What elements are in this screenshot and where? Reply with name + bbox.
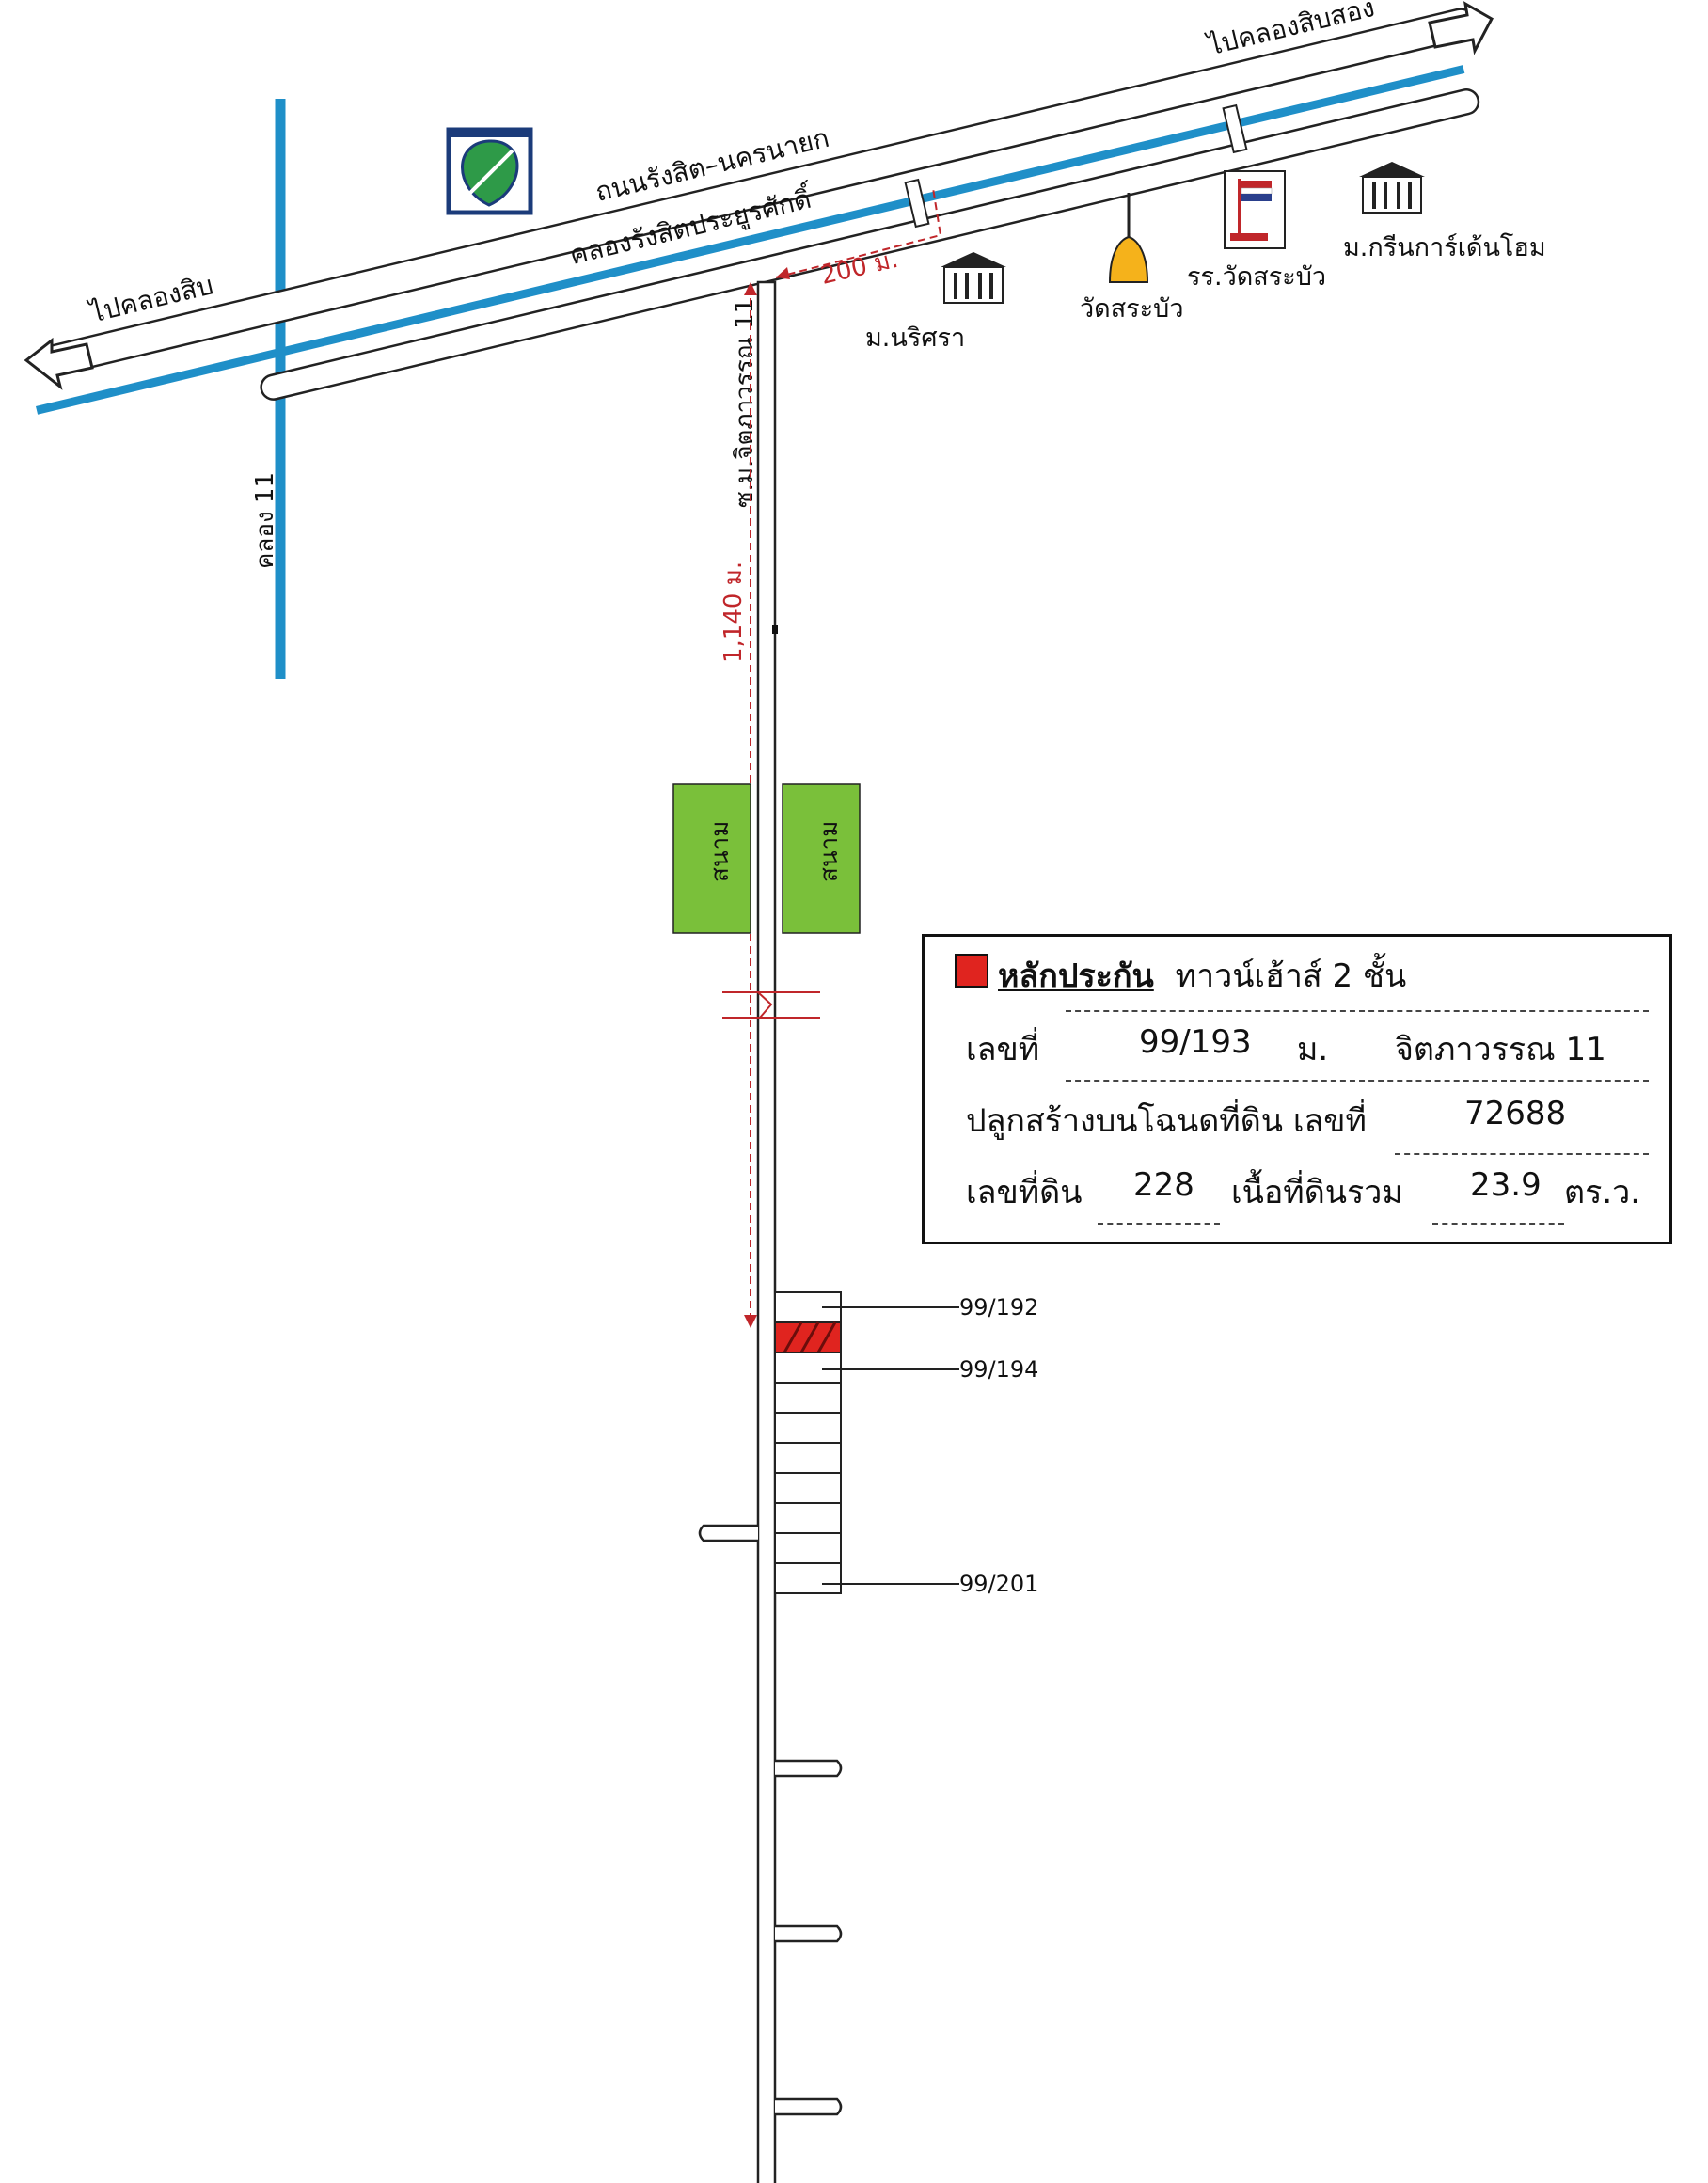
field-right [782,783,861,934]
side-lane-right-1 [775,1759,843,1778]
legend-land-no-value: 228 [1133,1166,1194,1204]
svg-text:1,140 ม.: 1,140 ม. [720,562,748,663]
legend-village-value: จิตภาวรรณ 11 [1395,1031,1606,1068]
legend-land-no-label: เลขที่ดิน [966,1174,1083,1211]
side-lane-right-3 [775,2097,843,2116]
legend-row-no: เลขที่ [966,1031,1040,1068]
side-lane-right-2 [775,1924,843,1943]
collateral-swatch [955,954,988,988]
townhouse-row [774,1291,842,1594]
legend-deed-value: 72688 [1464,1095,1567,1132]
side-lane-left [698,1524,758,1542]
field-left [672,783,751,934]
road-break-mark [722,991,820,1019]
narisara-label: ม.นริศรา [865,324,965,353]
wat-label: วัดสระบัว [1080,294,1183,324]
legend-no-value: 99/193 [1139,1023,1252,1061]
arrow-right-icon [1428,1,1494,55]
school-label: รร.วัดสระบัว [1187,262,1326,292]
village-gate-icon [1359,162,1425,214]
soi-name-label: ซ.ม.จิตภาวรรณ 11 [731,298,759,508]
gas-station-logo-icon [446,127,533,215]
legend-area-label: เนื้อที่ดินรวม [1231,1174,1403,1211]
field-left-label: สนาม [706,821,735,882]
soi-road [756,280,777,2183]
green-garden-label: ม.กรีนการ์เด้นโฮม [1343,232,1546,262]
legend-deed-label: ปลูกสร้างบนโฉนดที่ดิน เลขที่ [966,1102,1367,1140]
unit-99-192-label: 99/192 [959,1294,1038,1321]
unit-99-201-label: 99/201 [959,1571,1038,1597]
village-gate-icon [941,252,1006,304]
legend-village-label: ม. [1297,1031,1329,1068]
legend-title: หลักประกัน [998,957,1154,995]
collateral-unit [774,1321,842,1353]
distance-1140: 1,140 ม. [720,282,757,1328]
arrow-left-icon [24,337,94,390]
legend-area-value: 23.9 [1470,1166,1542,1204]
unit-99-194-label: 99/194 [959,1356,1038,1383]
bridge-right [1222,103,1248,154]
bridge-left [904,178,930,229]
field-right-label: สนาม [815,821,844,882]
canal-11-label: คลอง 11 [251,472,279,569]
temple-stupa-icon [1108,193,1149,283]
school-flag-icon [1224,170,1286,249]
frontage-road [260,88,1480,401]
collateral-legend: หลักประกัน ทาวน์เฮ้าส์ 2 ชั้น เลขที่ 99/… [922,934,1672,1244]
legend-area-unit: ตร.ว. [1564,1174,1641,1211]
legend-type: ทาวน์เฮ้าส์ 2 ชั้น [1175,957,1407,995]
